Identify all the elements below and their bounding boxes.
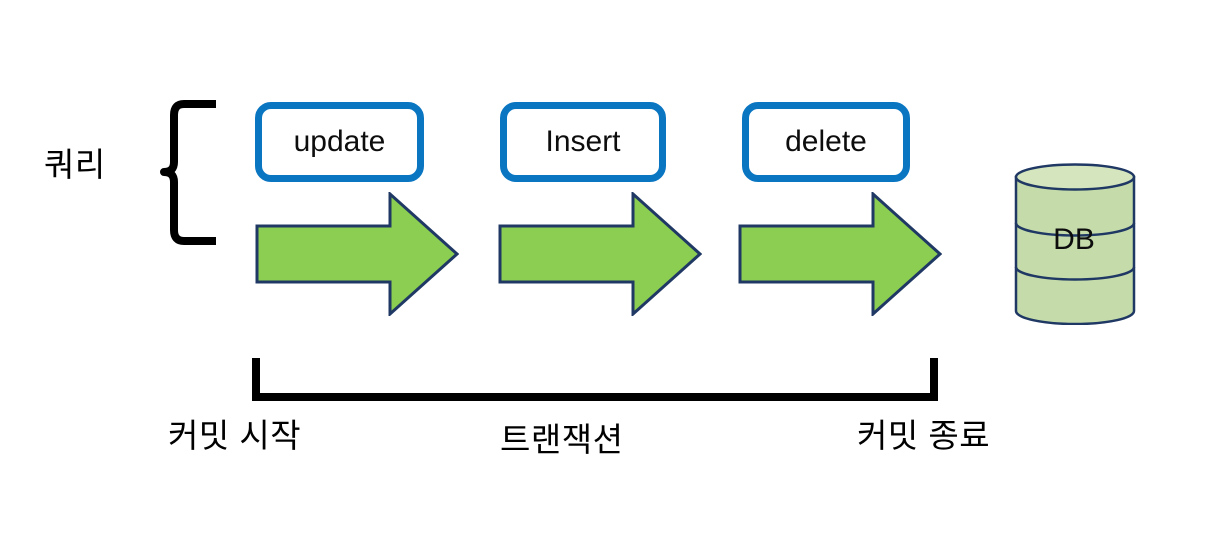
query-label: 쿼리 (44, 146, 106, 183)
flow-arrow-1 (255, 192, 459, 316)
transaction-label: 트랜잭션 (500, 421, 624, 458)
operation-label: update (293, 125, 386, 158)
bottom-bracket-icon (248, 352, 948, 413)
operation-label: delete (785, 125, 867, 158)
flow-arrow-2 (498, 192, 702, 316)
curly-brace-left-icon (160, 95, 220, 250)
operation-box-delete[interactable]: delete (742, 102, 910, 182)
database-cylinder-icon (1013, 163, 1137, 330)
operation-label: Insert (545, 125, 621, 158)
commit-end-label: 커밋 종료 (857, 417, 991, 454)
operation-box-insert[interactable]: Insert (500, 102, 666, 182)
commit-start-label: 커밋 시작 (168, 417, 302, 454)
flow-arrow-3 (738, 192, 942, 316)
database-label: DB (1053, 223, 1095, 256)
operation-box-update[interactable]: update (255, 102, 424, 182)
